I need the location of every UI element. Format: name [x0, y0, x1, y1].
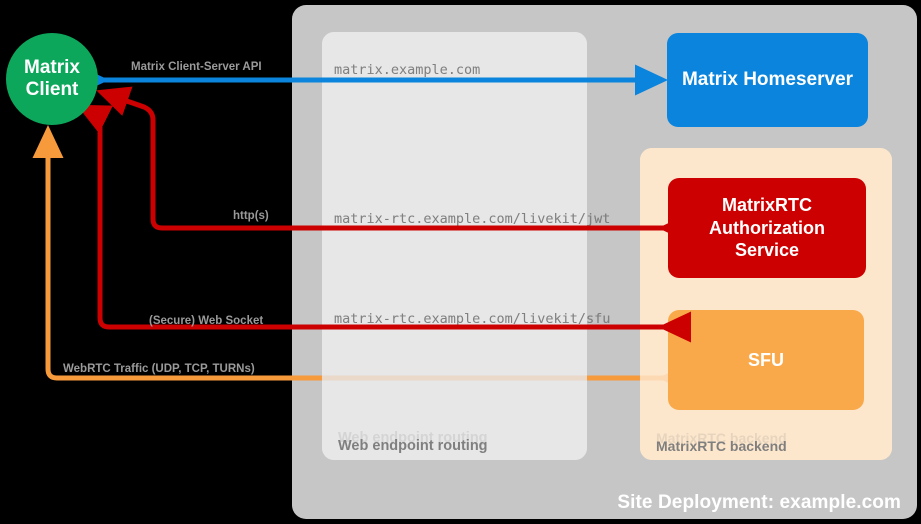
auth-service-line2: Authorization: [709, 217, 825, 238]
matrix-client-line1: Matrix: [24, 57, 80, 79]
node-matrix-client[interactable]: Matrix Client: [6, 33, 98, 125]
jwt-url-label-top: matrix-rtc.example.com/livekit/jwt: [334, 211, 611, 227]
node-matrixrtc-authorization-service[interactable]: MatrixRTC Authorization Service: [668, 178, 866, 278]
sfu-url-label-top: matrix-rtc.example.com/livekit/sfu: [334, 311, 611, 327]
routing-panel-overlay: [322, 32, 587, 460]
matrix-client-line2: Client: [25, 79, 79, 100]
web-socket-label: (Secure) Web Socket: [149, 315, 264, 327]
matrixrtc-backend-label-top: MatrixRTC backend: [656, 438, 787, 454]
node-matrix-homeserver[interactable]: Matrix Homeserver: [667, 33, 868, 127]
webrtc-traffic-label: WebRTC Traffic (UDP, TCP, TURNs): [63, 363, 255, 375]
sfu-label: SFU: [748, 349, 784, 370]
auth-service-line1: MatrixRTC: [721, 195, 812, 216]
client-server-api-label: Matrix Client-Server API: [131, 61, 262, 73]
http-jwt-label: http(s): [233, 210, 269, 222]
auth-service-line3: Service: [734, 240, 800, 261]
node-sfu[interactable]: SFU: [668, 310, 864, 410]
homeserver-url-label-top: matrix.example.com: [334, 62, 481, 78]
matrix-homeserver-label: Matrix Homeserver: [681, 69, 854, 90]
web-endpoint-routing-label-top: Web endpoint routing: [338, 438, 488, 454]
site-deployment-label: Site Deployment: example.com: [617, 492, 901, 513]
